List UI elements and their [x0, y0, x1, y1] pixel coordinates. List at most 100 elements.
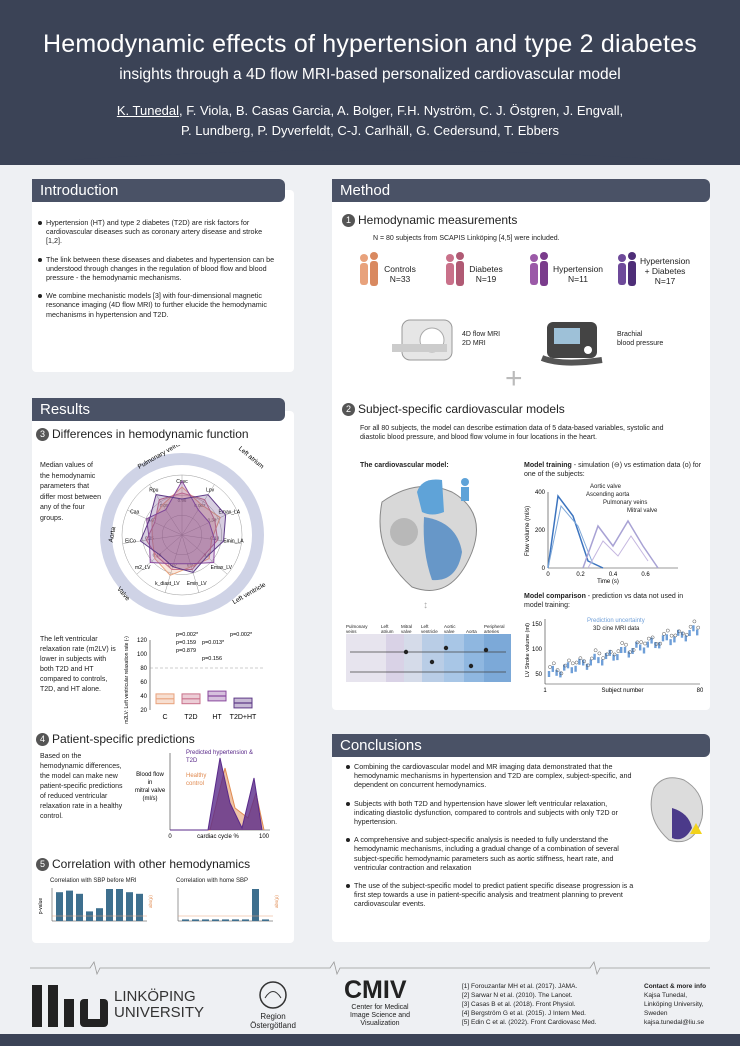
circuit-label: Left ventricle — [421, 624, 438, 634]
p-value-label: p=0.013* — [202, 640, 225, 646]
radar-chart: Cpvc0.96Lpv0.002Emax_LA0.38Emin_LA0.18Em… — [100, 445, 267, 617]
training-label: Mitral valve — [627, 508, 658, 514]
radar-series — [151, 486, 221, 576]
bar — [182, 919, 189, 921]
group-people-icons — [360, 252, 636, 286]
results-heading: Results — [32, 398, 285, 421]
data-point — [593, 648, 598, 653]
bar — [116, 889, 123, 921]
conclusions-heading: Conclusions — [332, 734, 710, 757]
data-point — [669, 633, 674, 638]
s4-text: Based on the hemodynamic differences, th… — [40, 753, 123, 820]
y-tick-label: 80 — [140, 666, 147, 672]
training-caption: Model training - simulation (⊖) vs estim… — [524, 462, 702, 478]
comparison-label: Prediction uncertainty — [587, 618, 645, 624]
person-icon — [530, 252, 548, 286]
s3-text: Median values of the hemodynamic paramet… — [40, 462, 101, 522]
radar-value-label: 0.002 — [194, 503, 206, 508]
data-point — [688, 624, 693, 629]
step-number: 2 — [342, 403, 355, 416]
data-point — [681, 631, 685, 636]
prediction-mark — [551, 665, 554, 672]
rho-label: abs(ρ) — [148, 895, 153, 908]
prediction-mark — [635, 641, 638, 648]
step-title: Subject-specific cardiovascular models — [358, 402, 565, 416]
conclusion-bullet: A comprehensive and subject-specific ana… — [346, 835, 638, 872]
method-s2-text: For all 80 subjects, the model can descr… — [360, 425, 664, 441]
radar-value-label: 0.03 — [187, 563, 196, 568]
data-point — [555, 668, 560, 672]
plus-sign: + — [505, 362, 523, 395]
cmiv-logo: CMIV — [344, 976, 407, 1004]
series-ascending — [547, 504, 594, 569]
prediction-mark — [627, 651, 630, 658]
intro-bullet: Hypertension (HT) and type 2 diabetes (T… — [38, 218, 278, 246]
step-title: Patient-specific predictions — [52, 732, 195, 746]
method-s1-text: N = 80 subjects from SCAPIS Linköping [4… — [373, 235, 560, 242]
bar — [202, 919, 209, 921]
prediction-mark — [669, 639, 672, 646]
contact-info: Contact & more info Kajsa Tunedal,Linköp… — [644, 983, 707, 1026]
data-point — [586, 663, 590, 668]
mri-scanner-icon — [392, 319, 453, 361]
comparison-label: 3D cine MRI data — [593, 626, 640, 632]
first-author: K. Tunedal — [116, 103, 180, 118]
circuit-label: Pulmonary veins — [346, 624, 368, 634]
prediction-mark — [623, 646, 627, 653]
data-point — [662, 632, 666, 636]
y-tick-label: 100 — [532, 647, 543, 653]
conclusion-bullet: The use of the subject-specific model to… — [346, 881, 638, 909]
bar — [232, 919, 239, 921]
series-predicted — [170, 757, 263, 831]
y-tick-label: 100 — [137, 652, 148, 658]
circuit-label: Aortic valve — [444, 624, 456, 634]
data-point — [597, 651, 602, 656]
y-axis-label: Flow volume (ml/s) — [525, 506, 531, 556]
data-point — [616, 649, 621, 653]
radar-param-label: EiCo — [125, 538, 136, 544]
x-axis-label: Subject number — [601, 688, 643, 694]
data-point — [559, 671, 564, 676]
prediction-mark — [658, 642, 661, 649]
data-point — [620, 641, 625, 645]
y-axis-label: m2LV: Left ventricular relaxation rate (… — [124, 636, 130, 724]
y-tick-label: 200 — [535, 528, 546, 534]
y-tick-label: 20 — [140, 708, 147, 714]
bar — [126, 892, 133, 921]
person-icon — [360, 252, 378, 286]
y-tick-label: 0 — [542, 566, 546, 572]
conclusion-bullet: Subjects with both T2D and hypertension … — [346, 799, 638, 827]
radar-param-label: Lpv — [206, 487, 215, 493]
data-point — [643, 641, 647, 646]
x-tick-label: 0.4 — [609, 572, 618, 578]
prediction-mark — [555, 669, 558, 676]
step-title: Correlation with other hemodynamics — [52, 857, 251, 871]
radar-ring-label: Left atrium — [237, 445, 265, 470]
x-axis-label: Time (s) — [597, 579, 619, 585]
x-axis-label: cardiac cycle % — [197, 834, 239, 840]
data-point — [673, 633, 678, 638]
data-point — [563, 663, 568, 668]
x-tick-label: 100 — [259, 834, 270, 840]
radar-value-label: 0.18 — [210, 536, 219, 541]
data-point — [548, 665, 552, 669]
legend-healthy: Healthy control — [186, 773, 207, 787]
prediction-mark — [570, 667, 573, 674]
radar-value-label: 0.38 — [208, 517, 217, 522]
x-tick-label: HT — [212, 714, 222, 721]
radar-param-label: Emin_LA — [223, 538, 244, 544]
cv-model-label: The cardiovascular model: — [360, 462, 449, 469]
step-number: 1 — [342, 214, 355, 227]
prediction-mark — [566, 662, 570, 669]
bottom-bar — [0, 1034, 740, 1046]
radar-value-label: 0.18 — [153, 553, 162, 558]
